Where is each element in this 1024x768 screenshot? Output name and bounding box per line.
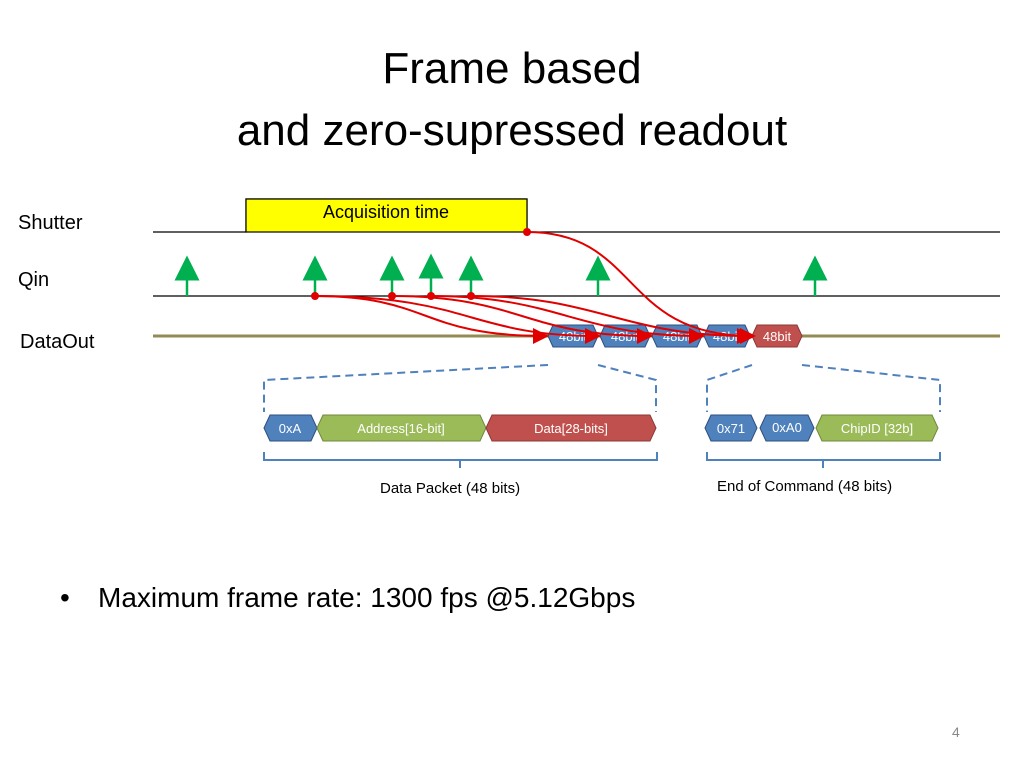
field-label: 0xA [279,421,302,436]
dataout-packet-label: 48bit [559,329,588,344]
zoom-line-right [706,364,753,412]
field-label: Data[28-bits] [534,421,608,436]
field-label: 0x71 [717,421,745,436]
connector [314,295,601,344]
zoom-line-left [263,364,549,412]
acquisition-time-label: Acquisition time [322,202,450,222]
title-line-1: Frame based [382,44,642,93]
slide-title: Frame based and zero-supressed readout [0,38,1024,162]
field-0x71 [704,414,758,442]
shutter-label: Shutter [18,212,83,234]
end-command-fields: 0x71 0xA0 ChipID [32b] [704,414,939,442]
dataout-packet-end [751,324,803,348]
dataout-packet-label: 48bit [611,329,640,344]
bullet-item: • Maximum frame rate: 1300 fps @5.12Gbps [60,582,635,614]
zoom-line-right-2 [801,364,941,412]
field-label: ChipID [32b] [841,421,913,436]
page-number: 4 [952,724,960,740]
connector [526,231,756,344]
qin-label: Qin [18,269,50,291]
qin-arrows [174,253,828,296]
end-command-caption: End of Command (48 bits) [717,478,893,495]
field-data [485,414,657,442]
field-chipid [815,414,939,442]
connector [430,295,705,344]
title-line-2: and zero-supressed readout [236,106,788,155]
bracket-end-command [706,452,941,468]
field-0xA0 [759,414,815,442]
zoom-line-left-2 [597,364,657,412]
zoom-lines [263,364,941,412]
connector [470,295,753,344]
dataout-packet-label: 48bit [763,329,792,344]
field-label: 0xA0 [772,420,802,435]
bullet-dot: • [60,582,70,613]
acquisition-window [245,198,528,233]
data-packet-caption: Data Packet (48 bits) [380,480,521,497]
dataout-label: DataOut [20,331,95,353]
connector-dots [311,228,531,300]
bracket-data-packet [263,452,658,468]
red-connectors [314,231,756,344]
bullet-text: Maximum frame rate: 1300 fps @5.12Gbps [98,582,636,613]
connector [391,295,653,344]
data-packet-fields: 0xA Address[16-bit] Data[28-bits] [263,414,657,442]
field-label: Address[16-bit] [357,421,444,436]
brackets [263,452,941,468]
